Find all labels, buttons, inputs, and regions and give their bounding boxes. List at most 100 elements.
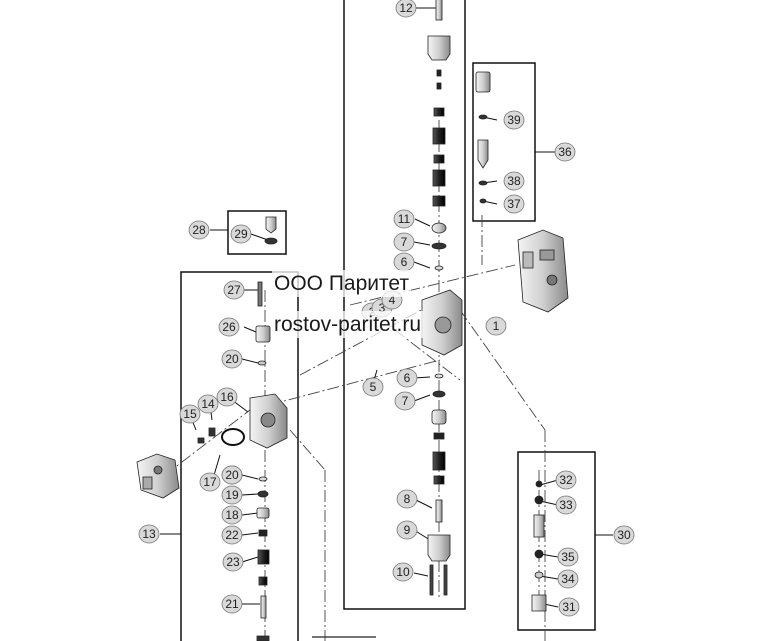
frame-group-13 [180,271,299,641]
callout-label: 18 [225,508,239,522]
callout-balloons: 1234566778910111213141516171819202020212… [138,0,635,617]
callout-16: 16 [216,387,238,407]
callout-20: 20 [221,465,243,485]
callout-21: 21 [221,594,243,614]
callout-label: 1 [493,319,500,333]
callout-label: 30 [617,528,631,542]
callout-6: 6 [396,368,418,388]
callout-label: 27 [227,283,241,297]
callout-label: 38 [507,174,521,188]
assembly-lines [164,120,546,641]
callout-label: 9 [404,523,411,537]
callout-label: 7 [401,235,408,249]
frame-group-30 [517,451,596,631]
callout-36: 36 [554,142,576,162]
part-8 [435,499,443,523]
callout-label: 20 [225,468,239,482]
callout-label: 35 [561,550,575,564]
callout-label: 21 [225,597,239,611]
callout-15: 15 [179,404,201,424]
callout-1: 1 [485,316,507,336]
callout-label: 28 [192,223,206,237]
part-6-lower [434,373,444,379]
part-16-seal [221,428,245,446]
callout-label: 17 [203,475,217,489]
part-6-top [434,265,444,271]
callout-26: 26 [218,317,240,337]
group-13-parts [197,281,288,641]
callout-label: 3 [379,301,386,315]
callout-35: 35 [557,547,579,567]
part-9 [427,534,451,562]
callout-label: 6 [401,255,408,269]
callout-34: 34 [557,569,579,589]
part-27 [257,281,263,307]
callout-label: 8 [404,492,411,506]
callout-33: 33 [555,495,577,515]
part-7-lower [432,390,446,398]
callout-9: 9 [396,520,418,540]
frame-group-36 [472,62,536,222]
callout-30: 30 [613,525,635,545]
callout-32: 32 [555,470,577,490]
part-14 [208,427,216,437]
part-15 [197,437,205,444]
group-36-parts [475,71,491,204]
part-7-top [431,242,447,250]
group-28-parts [264,216,278,245]
callout-5: 5 [362,377,384,397]
callout-label: 16 [220,390,234,404]
callout-31: 31 [558,597,580,617]
watermark-website: rostov-paritet.ru [272,311,424,338]
callout-8: 8 [396,489,418,509]
callout-label: 20 [225,352,239,366]
callout-11: 11 [393,209,415,229]
callout-label: 37 [507,197,521,211]
callout-label: 15 [183,407,197,421]
part-plug-top [427,35,451,61]
callout-label: 5 [370,380,377,394]
assembled-valve-left [136,453,180,499]
callout-label: 32 [559,473,573,487]
callout-label: 34 [561,572,575,586]
callout-label: 31 [562,600,576,614]
group-frames [180,0,596,641]
callout-label: 13 [142,527,156,541]
callout-label: 29 [234,227,248,241]
callout-label: 39 [507,113,521,127]
callout-28: 28 [188,220,210,240]
callout-10: 10 [392,562,414,582]
callout-23: 23 [222,552,244,572]
callout-label: 6 [404,371,411,385]
callout-label: 10 [396,565,410,579]
assembled-valve-right [517,229,569,313]
callout-14: 14 [197,394,219,414]
callout-label: 11 [398,212,411,226]
callout-27: 27 [223,280,245,300]
frame-center-spool [343,0,466,610]
callout-22: 22 [221,525,243,545]
callout-label: 33 [559,498,573,512]
callout-6: 6 [393,252,415,272]
callout-label: 7 [402,394,409,408]
callout-29: 29 [230,224,252,244]
callout-label: 36 [558,145,572,159]
callout-label: 26 [222,320,236,334]
callout-12: 12 [395,0,417,18]
part-11 [431,222,447,234]
part-26 [255,325,271,343]
group-30-parts [531,480,547,612]
callout-17: 17 [199,472,221,492]
callout-7: 7 [393,232,415,252]
callout-19: 19 [221,485,243,505]
callout-20: 20 [221,349,243,369]
watermark-company: ООО Паритет [272,270,412,297]
part-21 [260,595,267,619]
callout-18: 18 [221,505,243,525]
callout-39: 39 [503,110,525,130]
callout-label: 19 [225,488,239,502]
callout-label: 22 [225,528,239,542]
callout-7: 7 [394,391,416,411]
callout-label: 14 [201,397,215,411]
